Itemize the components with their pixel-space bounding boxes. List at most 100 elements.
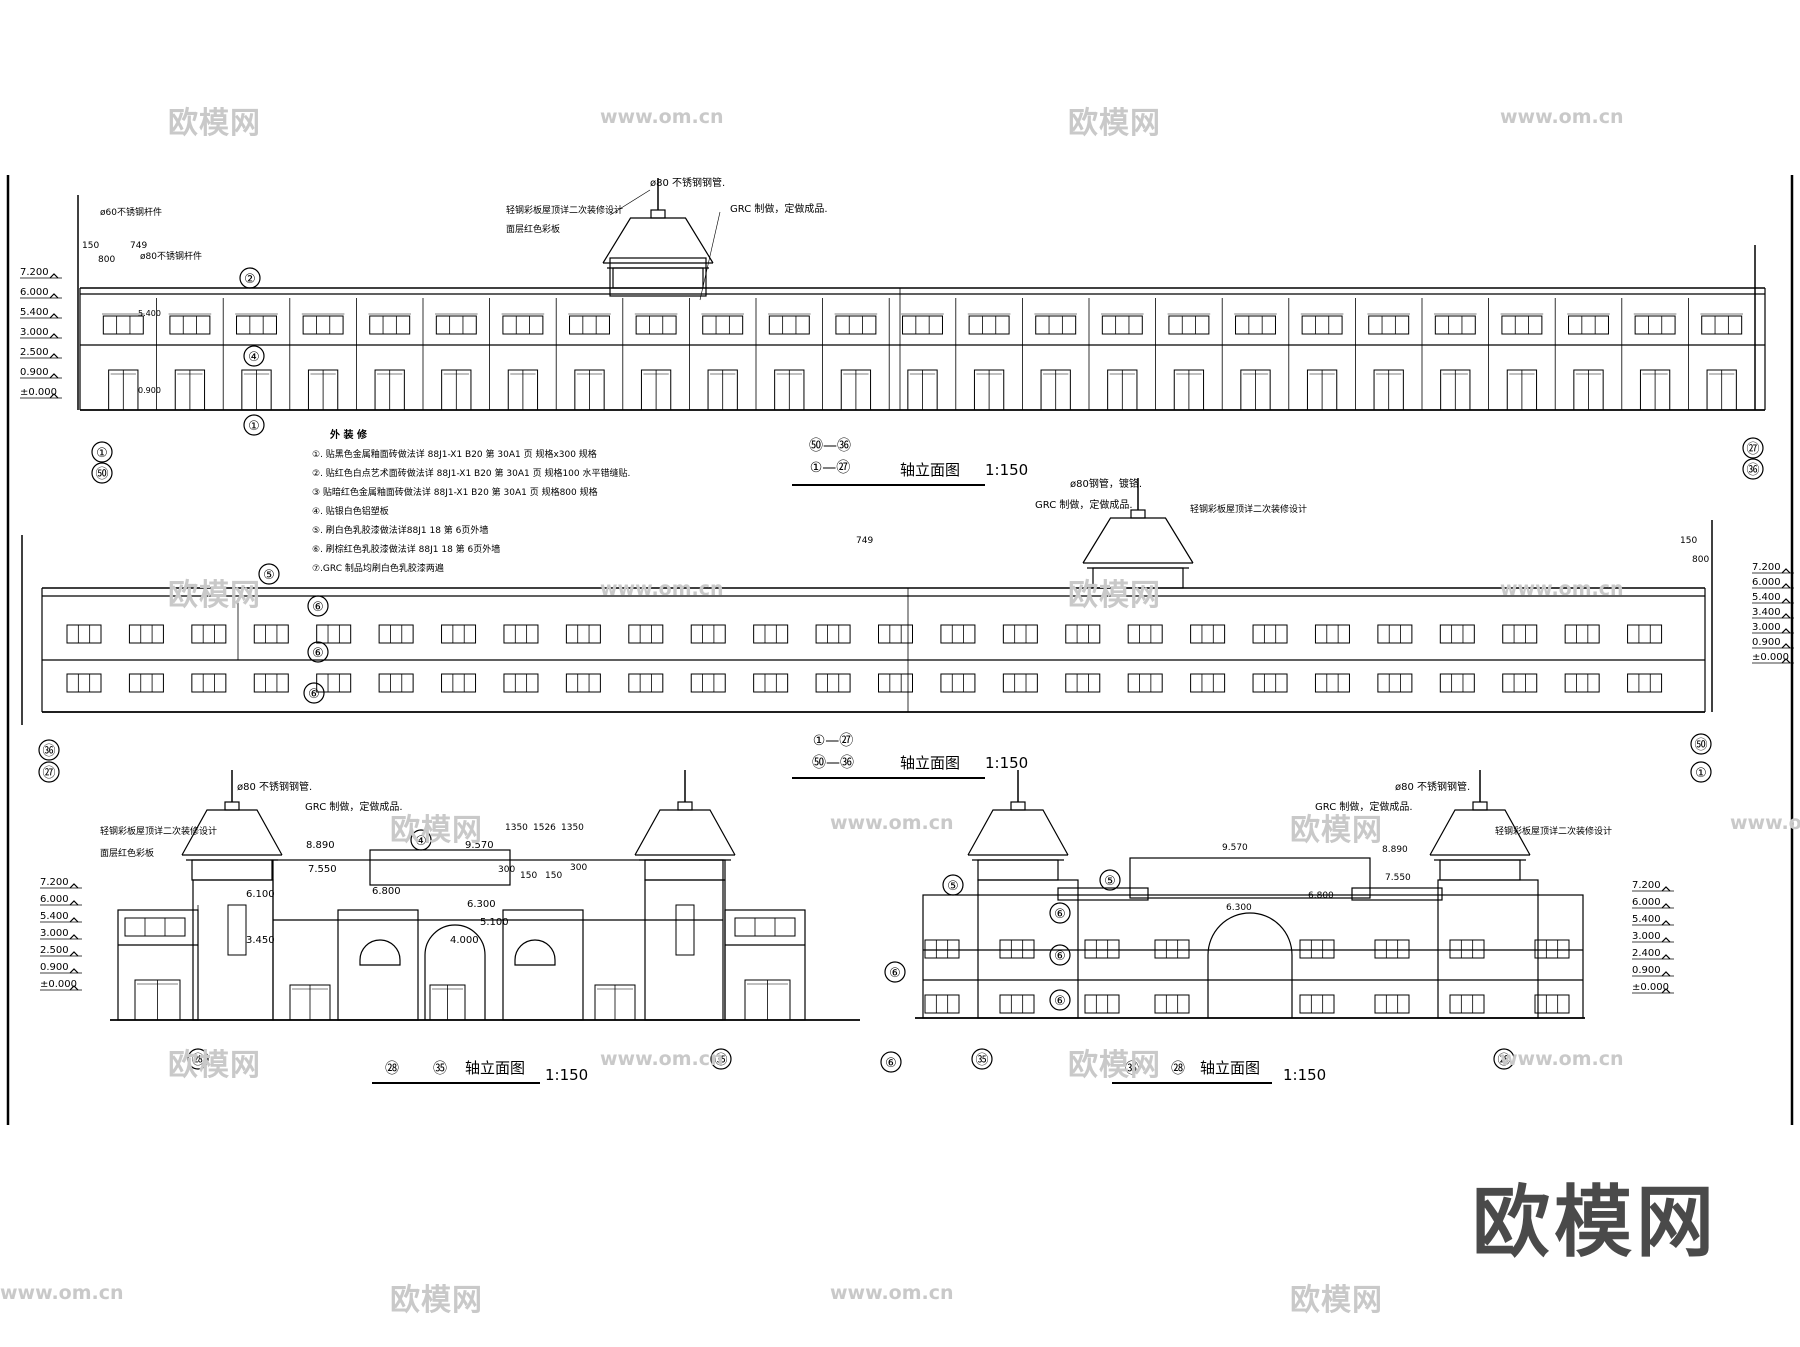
annotation: 7.550 [308, 864, 337, 875]
sideB-level-marker [1661, 937, 1671, 943]
window [968, 315, 1010, 335]
window [435, 315, 477, 335]
front-level-value: 0.900 [20, 367, 49, 378]
caption-title: 轴立面图 [465, 1059, 525, 1077]
window [1368, 315, 1410, 335]
window [1190, 673, 1226, 693]
annotation: 749 [856, 536, 873, 546]
window [635, 315, 677, 335]
watermark: 欧模网 [168, 106, 261, 141]
annotation: 8.890 [1382, 845, 1408, 855]
window [66, 673, 102, 693]
axis-bubble [971, 1048, 993, 1070]
window [503, 673, 539, 693]
window [1299, 939, 1335, 959]
tower-body [192, 879, 274, 1021]
rear-level-marker [1781, 598, 1791, 604]
annotation: 4.000 [450, 935, 479, 946]
axis-bubble [1742, 437, 1764, 459]
window [1252, 673, 1288, 693]
roof-terrace [1129, 857, 1371, 899]
callout [884, 961, 906, 983]
callout [243, 345, 265, 367]
window [902, 315, 943, 335]
window [734, 917, 796, 937]
window [369, 315, 411, 335]
annotation: ø80 不锈钢钢管. [237, 780, 312, 793]
annotation: 5.400 [138, 309, 161, 318]
window [565, 673, 601, 693]
callout [1049, 944, 1071, 966]
window [924, 939, 960, 959]
window [753, 673, 789, 693]
roof-terrace-rail [369, 849, 511, 886]
annotation: GRC 制做，定做成品. [305, 800, 403, 813]
window [1065, 624, 1101, 644]
caption-axes: ㉟ [433, 1061, 447, 1077]
window [768, 315, 810, 335]
axis-bubble-label: ㉟ [714, 1053, 727, 1068]
annotation: GRC 制做，定做成品. [1315, 800, 1413, 813]
axis-bubble [1493, 1048, 1515, 1070]
rear-level-value: 7.200 [1752, 562, 1781, 573]
window [1374, 939, 1410, 959]
annotation: 轻钢彩板屋顶详二次装修设计 [100, 825, 217, 837]
caption-axes: ㊿—㊱ [812, 755, 854, 771]
window [236, 315, 277, 335]
window [1434, 315, 1476, 335]
watermark: 欧模网 [1068, 106, 1161, 141]
annotation: 300 [570, 863, 587, 873]
annotation: 6.100 [246, 889, 275, 900]
watermark: 欧模网 [1068, 1048, 1161, 1083]
annotation: 800 [98, 255, 115, 265]
annotation: 150 [520, 871, 537, 881]
window [1101, 315, 1143, 335]
callout [307, 641, 329, 663]
bay [337, 909, 419, 1021]
tower-right-roof [1429, 809, 1531, 856]
axis-bubble-label: ㊿ [95, 467, 108, 482]
annotation: ø80不锈钢杆件 [140, 250, 202, 262]
window [1154, 939, 1190, 959]
sideB-level-value: 3.000 [1632, 931, 1661, 942]
sideA-level-value: 3.000 [40, 928, 69, 939]
callout-label: ⑥ [312, 646, 324, 661]
finish-notes-heading: 外 装 修 [329, 428, 368, 441]
watermark: 欧模网 [168, 1048, 261, 1083]
window [503, 624, 539, 644]
annotation: 6.300 [467, 899, 496, 910]
window [1084, 939, 1120, 959]
front-tower-roof [602, 217, 714, 264]
leader [609, 189, 651, 216]
callout [258, 563, 280, 585]
window [1252, 624, 1288, 644]
annotation: 150 [1680, 536, 1697, 546]
rear-level-marker [1781, 583, 1791, 589]
axis-bubble [91, 441, 113, 463]
tower-right-drum [644, 859, 726, 881]
rear-level-value: ±0.000 [1752, 652, 1789, 663]
tower-left-finial-base [1010, 801, 1026, 811]
window [1235, 315, 1276, 335]
annotation: 150 [82, 241, 99, 251]
window [924, 994, 960, 1014]
watermark: 欧模网 [1068, 578, 1161, 613]
left-wing [117, 909, 199, 1021]
sideA-level-marker [69, 883, 79, 889]
callout [942, 874, 964, 896]
window [690, 673, 726, 693]
window [753, 624, 789, 644]
window [1035, 315, 1077, 335]
caption-title: 轴立面图 [1200, 1059, 1260, 1077]
sideB-level-marker [1661, 903, 1671, 909]
front-level-value: ±0.000 [20, 387, 57, 398]
axis-bubble-label: ㉘ [1497, 1053, 1510, 1068]
window [1534, 994, 1570, 1014]
caption-scale: 1:150 [1283, 1066, 1326, 1084]
caption-axes: ㉟ [1125, 1061, 1139, 1077]
window [1701, 315, 1743, 335]
callout-label: ② [244, 272, 256, 287]
axis-bubble [1742, 458, 1764, 480]
window [815, 673, 851, 693]
callout-label: ① [248, 419, 260, 434]
